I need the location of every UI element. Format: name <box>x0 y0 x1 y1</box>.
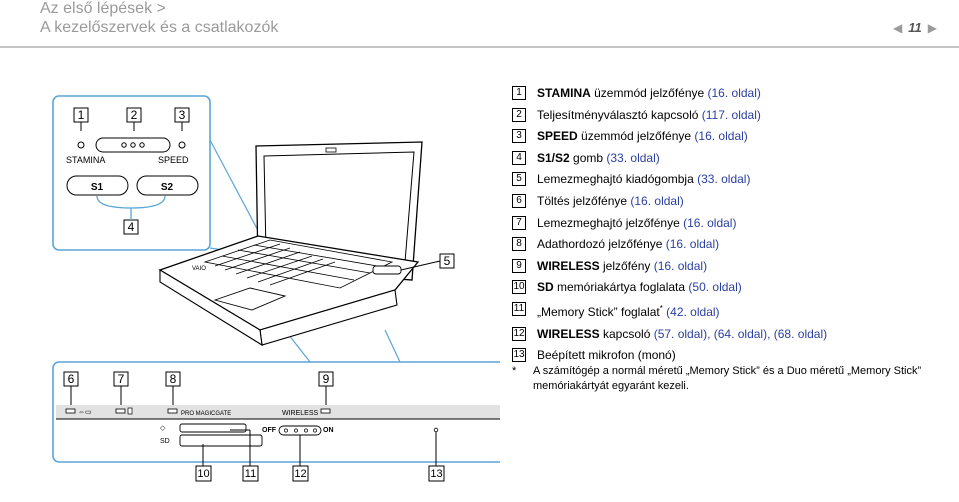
svg-text:⇔▭: ⇔▭ <box>78 409 92 416</box>
svg-text:4: 4 <box>128 220 135 234</box>
page-link[interactable]: (16. oldal) <box>683 215 737 230</box>
svg-text:2: 2 <box>131 108 138 122</box>
svg-text:SD: SD <box>160 438 170 445</box>
next-page-icon[interactable]: ▶ <box>927 20 937 35</box>
memory-stick-slot <box>179 423 247 433</box>
page-link[interactable]: (50. oldal) <box>688 280 742 295</box>
detail-box-top <box>52 95 211 251</box>
microphone-icon <box>433 427 439 433</box>
page-navigation: ◀ 11 ▶ <box>893 20 937 35</box>
svg-text:VAIO: VAIO <box>192 266 206 272</box>
s2-button <box>136 175 199 196</box>
list-item: 11„Memory Stick” foglalat* (42. oldal) <box>512 301 720 319</box>
page-link[interactable]: (42. oldal) <box>666 304 720 319</box>
svg-text:WIRELESS: WIRELESS <box>282 410 319 417</box>
callout-12 <box>292 465 309 482</box>
svg-text:3: 3 <box>179 108 186 122</box>
charge-led-icon <box>65 408 76 414</box>
svg-text:5: 5 <box>444 254 451 268</box>
page-link[interactable]: (16. oldal) <box>630 193 684 208</box>
svg-text:1: 1 <box>78 108 85 122</box>
svg-text:10: 10 <box>197 468 209 480</box>
page-title: A kezelőszervek és a csatlakozók <box>40 19 279 36</box>
page-link[interactable]: (16. oldal) <box>653 258 708 273</box>
webcam-icon <box>325 147 337 153</box>
speed-led-icon <box>178 141 186 149</box>
wireless-led-icon <box>320 408 331 414</box>
svg-text:11: 11 <box>245 468 256 480</box>
breadcrumb-section[interactable]: Az első lépések > <box>40 0 166 17</box>
svg-text:SPEED: SPEED <box>158 155 189 165</box>
svg-text:S1: S1 <box>91 182 104 193</box>
svg-text:S2: S2 <box>161 182 174 193</box>
svg-text:ON: ON <box>323 427 334 434</box>
stamina-led-icon <box>77 141 85 149</box>
callout-10 <box>195 465 212 482</box>
svg-text:6: 6 <box>68 372 75 386</box>
memory-stick-icon: ◇ <box>160 425 166 432</box>
svg-text:8: 8 <box>170 372 177 386</box>
page-link[interactable]: (16. oldal) <box>707 86 761 100</box>
touchpad <box>213 287 287 311</box>
callout-11 <box>242 465 259 482</box>
media-led-icon <box>167 408 178 414</box>
svg-text:13: 13 <box>430 468 442 480</box>
svg-text:PRO MAGICGATE: PRO MAGICGATE <box>181 411 231 417</box>
eject-button <box>372 265 402 275</box>
laptop-controls-figure: 1 2 3 4 STAMINA SPEED S1 S2 VAIO <box>52 95 500 482</box>
callout-13 <box>428 465 445 482</box>
page-link[interactable]: (16. oldal) <box>694 129 748 144</box>
s1-button <box>66 175 129 196</box>
svg-text:STAMINA: STAMINA <box>66 155 105 165</box>
footnote-marker: * <box>512 365 517 377</box>
page-link[interactable]: (33. oldal) <box>606 150 660 165</box>
page-number: 11 <box>908 20 922 35</box>
footnote-text: A számítógép a normál méretű „Memory Sti… <box>533 365 922 392</box>
previous-page-icon[interactable]: ◀ <box>893 20 903 35</box>
page-link[interactable]: (57. oldal), (64. oldal), (68. oldal) <box>653 326 828 341</box>
keyboard <box>203 239 394 289</box>
page-link[interactable]: (117. oldal) <box>701 107 761 122</box>
svg-text:12: 12 <box>294 468 306 480</box>
header-divider <box>0 46 959 48</box>
svg-text:7: 7 <box>118 372 125 386</box>
svg-text:OFF: OFF <box>262 427 277 434</box>
svg-text:9: 9 <box>323 372 330 386</box>
sd-card-slot <box>179 434 263 447</box>
page-link[interactable]: (33. oldal) <box>697 172 751 187</box>
disk-led-icon <box>115 408 126 414</box>
footnote: * A számítógép a normál méretű „Memory S… <box>512 364 952 394</box>
page-link[interactable]: (16. oldal) <box>665 237 720 252</box>
